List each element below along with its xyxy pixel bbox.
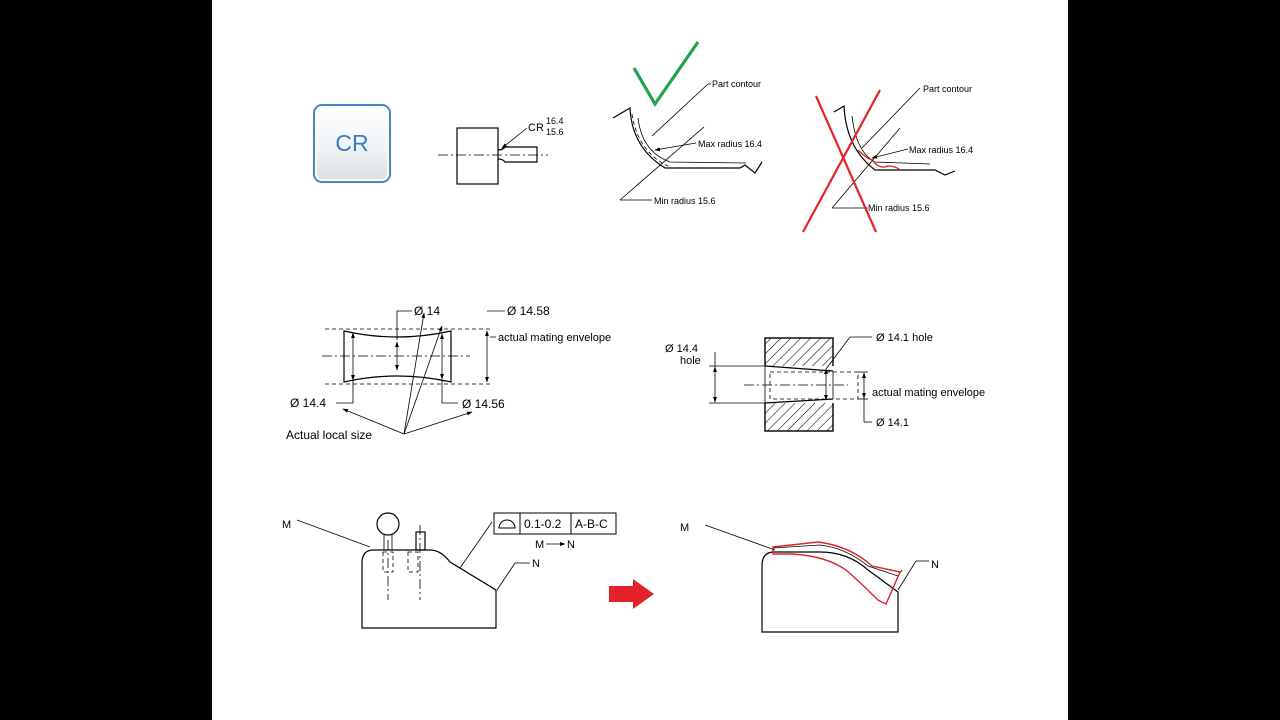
local-size-label: Actual local size xyxy=(286,428,372,442)
dia-14-label: Ø 14 xyxy=(414,304,440,318)
cr-symbol-label: CR xyxy=(335,130,369,156)
locating-pin xyxy=(415,531,426,551)
dia-14-4-label: Ø 14.4 xyxy=(290,396,326,410)
bad-part-contour-label: Part contour xyxy=(923,84,972,94)
profile-result-part: M N xyxy=(680,522,939,633)
hole-dia-14-4-label: Ø 14.4 xyxy=(665,343,698,355)
hole-envelope-label: actual mating envelope xyxy=(872,387,985,399)
min-radius-leader xyxy=(619,126,705,201)
part-contour-bad xyxy=(833,104,956,176)
bad-radius-example: Part contour Max radius 16.4 Min radius … xyxy=(802,84,973,233)
min-radius-curve xyxy=(631,113,669,167)
n-leader xyxy=(496,562,516,591)
good-part-contour-label: Part contour xyxy=(712,79,761,89)
hole-word-label: hole xyxy=(680,355,701,367)
shaft-size-diagram: Ø 14 Ø 14.58 actual mating envelope Ø 14… xyxy=(286,304,611,442)
deviating-contour xyxy=(857,149,901,171)
tolerance-zone xyxy=(772,541,901,605)
hole-envelope xyxy=(769,371,859,400)
part-contour-leader xyxy=(651,83,709,137)
result-n-leader xyxy=(897,560,917,591)
bad-min-radius-label: Min radius 15.6 xyxy=(868,203,930,213)
bad-max-radius-label: Max radius 16.4 xyxy=(909,145,973,155)
good-max-radius-label: Max radius 16.4 xyxy=(698,139,762,149)
result-m-leader xyxy=(704,524,776,551)
m-leader xyxy=(296,519,371,548)
callout-upper: 16.4 xyxy=(546,116,564,126)
hole-size-diagram: Ø 14.4 hole Ø 14.1 hole actual mating en… xyxy=(665,332,985,432)
direction-from-label: M xyxy=(535,539,544,551)
cr-symbol-badge: CR xyxy=(313,104,391,183)
shaft-envelope-label: actual mating envelope xyxy=(498,332,611,344)
max-radius-curve xyxy=(637,117,747,164)
feature-control-frame: 0.1-0.2 A-B-C xyxy=(493,512,617,535)
bad-max-radius-curve xyxy=(851,115,931,165)
profile-surface-icon xyxy=(498,519,516,529)
cross-stroke-1 xyxy=(814,95,878,233)
m-label: M xyxy=(282,519,291,531)
transition-arrow-icon xyxy=(609,579,654,609)
cross-stroke-2 xyxy=(802,89,881,233)
pin-hidden xyxy=(407,551,419,573)
ball-handle xyxy=(376,512,400,536)
callout-prefix: CR xyxy=(528,122,544,134)
bad-min-radius-leader xyxy=(831,127,901,209)
local-size-leader-4 xyxy=(403,411,473,435)
dia-14-56-label: Ø 14.56 xyxy=(462,397,505,411)
direction-to-label: N xyxy=(567,539,575,551)
dia-14-58-label: Ø 14.58 xyxy=(507,304,550,318)
n-label: N xyxy=(532,558,540,570)
result-m-label: M xyxy=(680,522,689,534)
part-outline xyxy=(361,549,497,629)
profile-tolerance-part: M N 0.1-0.2 A-B-C M N xyxy=(282,512,617,629)
local-size-leader-3 xyxy=(403,312,426,435)
tapered-hole-walls xyxy=(764,365,834,404)
good-min-radius-label: Min radius 15.6 xyxy=(654,196,716,206)
local-size-leader-2 xyxy=(403,325,443,435)
hole-dia-14-1-hole-label: Ø 14.1 hole xyxy=(876,332,933,344)
bad-max-radius-leader xyxy=(871,148,909,159)
step-shaft-small xyxy=(497,146,538,163)
hourglass-shaft xyxy=(343,330,452,383)
hole-dia-14-1-label: Ø 14.1 xyxy=(876,417,909,429)
result-part-outline xyxy=(761,551,899,633)
callout-leader xyxy=(501,127,528,149)
cr-callout-drawing: CR 16.4 15.6 xyxy=(438,116,564,185)
check-mark-icon xyxy=(632,41,700,107)
result-n-label: N xyxy=(931,559,939,571)
fcf-datums: A-B-C xyxy=(575,517,608,531)
bad-part-contour-leader xyxy=(861,87,921,149)
step-shaft-large xyxy=(456,127,499,185)
fcf-leader xyxy=(459,521,493,569)
fcf-tolerance: 0.1-0.2 xyxy=(524,517,562,531)
good-radius-example: Part contour Max radius 16.4 Min radius … xyxy=(612,41,763,206)
local-size-leader-1 xyxy=(342,408,405,435)
part-contour-good xyxy=(612,106,763,174)
callout-lower: 15.6 xyxy=(546,127,564,137)
max-radius-leader xyxy=(654,142,697,152)
